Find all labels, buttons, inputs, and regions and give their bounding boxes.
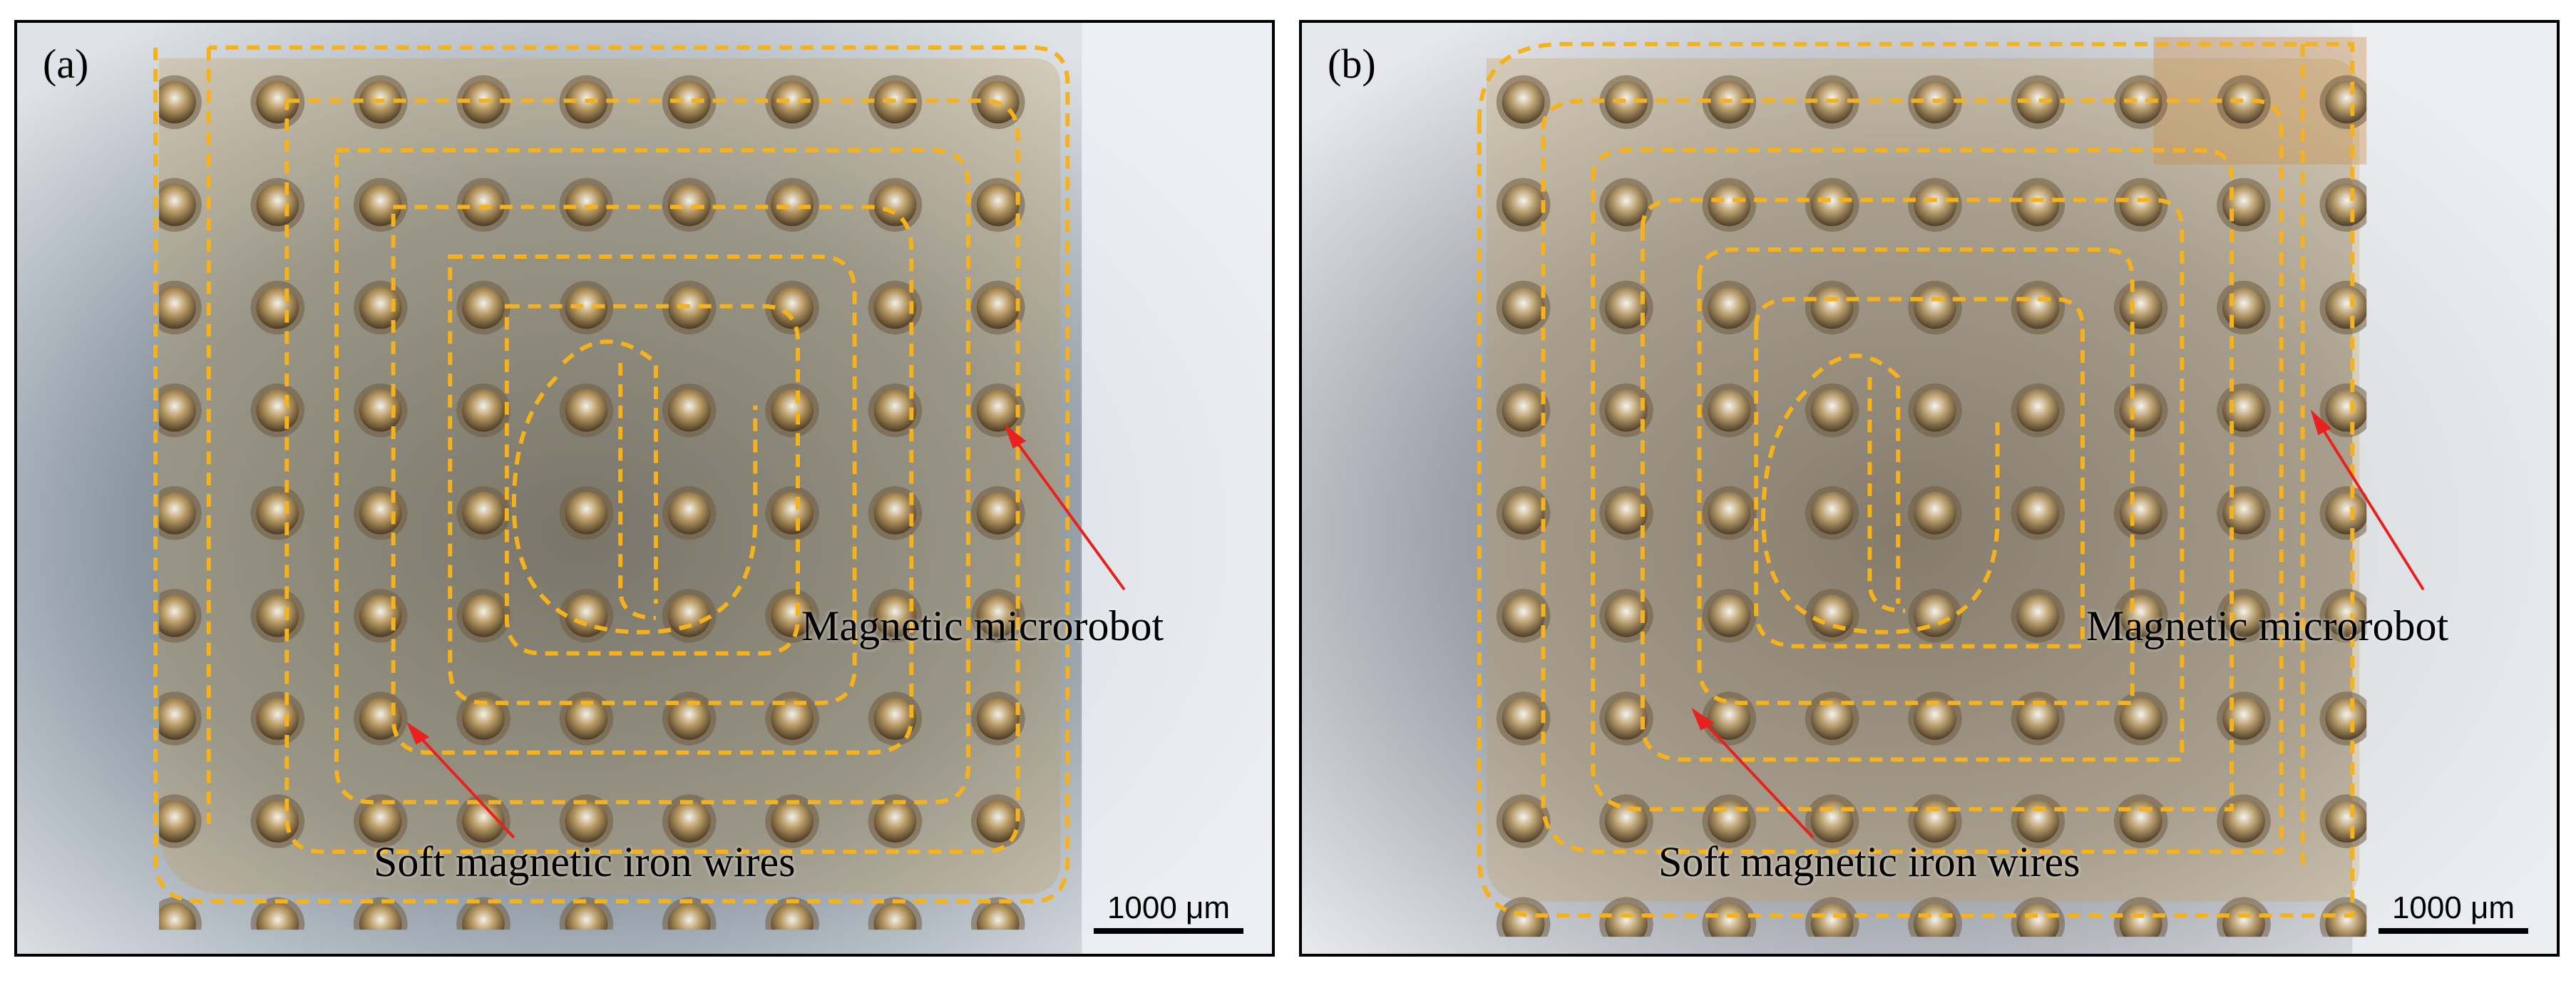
- scale-bar-label: 1000 μm: [2391, 890, 2515, 925]
- panel-label: (b): [1328, 41, 1376, 87]
- iron-wires-label: Soft magnetic iron wires: [1658, 838, 2080, 885]
- scale-bar: 1000 μm: [2379, 892, 2528, 934]
- microscope-photo-a: [17, 23, 1272, 954]
- panel-b: (b) Magnetic microrobot Soft magnetic ir…: [1299, 20, 2560, 957]
- iron-wires-label: Soft magnetic iron wires: [374, 838, 796, 885]
- scale-bar: 1000 μm: [1094, 892, 1243, 934]
- panel-a: (a) Magnetic microrobot Soft magnetic ir…: [14, 20, 1275, 957]
- microscope-photo-b: [1302, 23, 2557, 954]
- scale-bar-line: [1094, 928, 1243, 934]
- scale-bar-line: [2379, 928, 2528, 934]
- scale-bar-label: 1000 μm: [1107, 890, 1231, 925]
- magnetic-microrobot-label: Magnetic microrobot: [801, 602, 1164, 649]
- panel-label: (a): [43, 41, 89, 87]
- magnetic-microrobot-label: Magnetic microrobot: [2086, 602, 2449, 649]
